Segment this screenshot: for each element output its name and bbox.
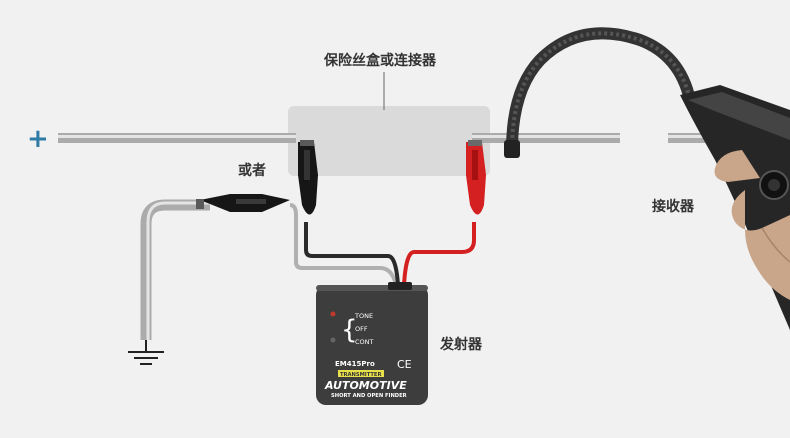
fuse-box: [288, 106, 490, 176]
model-label: EM415Pro: [335, 360, 375, 368]
black-clip-vertical: [298, 140, 318, 215]
ground-wire: [140, 199, 210, 340]
receiver-probe: [504, 27, 696, 158]
badge-bg: [338, 370, 384, 377]
receiver-device: [680, 85, 790, 330]
ce-mark: CE: [397, 358, 412, 371]
transmitter-device: {: [316, 282, 428, 405]
tagline-label: SHORT AND OPEN FINDER: [331, 393, 407, 399]
tone-led: [330, 311, 336, 317]
positive-terminal-symbol: +: [27, 124, 49, 154]
brace-glyph: {: [341, 315, 358, 345]
grey-lead: [289, 203, 398, 286]
black-lead: [304, 222, 400, 286]
transmitter-label: 发射器: [440, 337, 482, 353]
hand: [714, 150, 790, 300]
cont-led: [330, 337, 336, 343]
or-label: 或者: [238, 163, 266, 179]
red-clip: [466, 140, 486, 215]
black-clip-horizontal: [196, 194, 290, 212]
badge-label: TRANSMITTER: [340, 372, 381, 378]
fuse-box-label: 保险丝盒或连接器: [324, 53, 436, 69]
brand-label: AUTOMOTIVE: [324, 379, 407, 392]
ground-symbol: [128, 340, 164, 365]
off-label: OFF: [355, 325, 368, 333]
receiver-label: 接收器: [652, 199, 694, 215]
cont-label: CONT: [355, 338, 374, 346]
tone-label: TONE: [354, 312, 373, 320]
red-lead: [402, 222, 476, 286]
